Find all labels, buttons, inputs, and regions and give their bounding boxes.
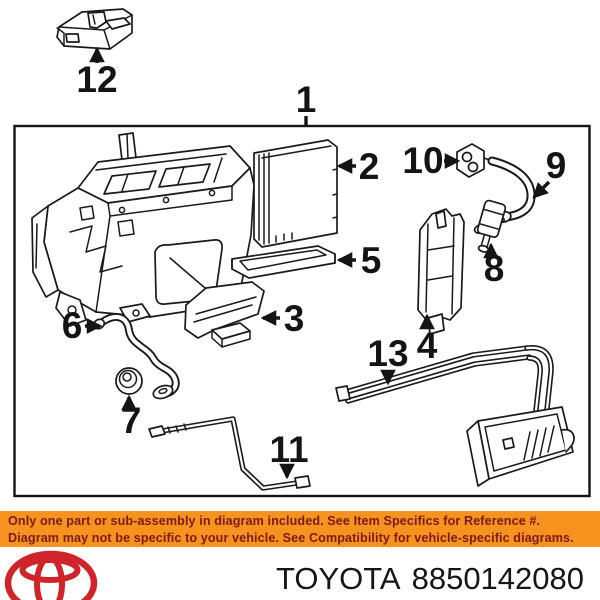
part-number-text: TOYOTA 8850142080 bbox=[276, 561, 584, 597]
notice-line-2: Diagram may not be specific to your vehi… bbox=[8, 530, 574, 545]
svg-text:12: 12 bbox=[76, 59, 117, 100]
callout-7: 7 bbox=[121, 394, 142, 441]
notice-banner: Only one part or sub-assembly in diagram… bbox=[0, 511, 600, 547]
footer: TOYOTA 8850142080 bbox=[0, 547, 600, 600]
svg-text:11: 11 bbox=[269, 429, 308, 470]
svg-text:5: 5 bbox=[361, 240, 382, 281]
callout-2: 2 bbox=[336, 146, 380, 187]
part-pipe-flange-drawing bbox=[456, 143, 496, 178]
notice-line-1: Only one part or sub-assembly in diagram… bbox=[8, 514, 541, 528]
svg-text:8: 8 bbox=[484, 248, 505, 289]
part-expansion-valve-drawing bbox=[476, 199, 507, 253]
toyota-logo-icon bbox=[4, 550, 98, 600]
diagram-frame bbox=[13, 124, 591, 498]
svg-text:6: 6 bbox=[62, 305, 83, 346]
callout-4: 4 bbox=[417, 313, 438, 366]
svg-text:1: 1 bbox=[296, 79, 317, 120]
svg-text:2: 2 bbox=[359, 146, 380, 187]
svg-text:7: 7 bbox=[121, 400, 142, 441]
svg-text:10: 10 bbox=[402, 140, 443, 181]
part-liquid-tube-drawing bbox=[148, 416, 311, 491]
callout-5: 5 bbox=[336, 240, 382, 281]
callout-12: 12 bbox=[76, 46, 118, 100]
svg-text:3: 3 bbox=[284, 298, 305, 339]
callout-3: 3 bbox=[260, 298, 305, 339]
part-number: 8850142080 bbox=[411, 561, 585, 596]
svg-text:4: 4 bbox=[417, 325, 438, 366]
callout-10: 10 bbox=[402, 140, 461, 181]
callout-11: 11 bbox=[269, 429, 309, 480]
parts-diagram-svg: 1 2 3 4 5 6 7 bbox=[13, 8, 591, 498]
svg-text:13: 13 bbox=[367, 333, 408, 374]
part-evaporator-core-drawing bbox=[253, 139, 338, 248]
callout-13: 13 bbox=[367, 333, 409, 386]
svg-text:9: 9 bbox=[546, 145, 567, 186]
part-grommet-drawing bbox=[115, 367, 143, 395]
evaporator-case-drawing bbox=[31, 132, 255, 327]
parts-diagram: 1 2 3 4 5 6 7 bbox=[13, 8, 591, 498]
callout-8: 8 bbox=[483, 242, 505, 289]
part-packing-seal-drawing bbox=[231, 245, 336, 279]
callout-1: 1 bbox=[296, 79, 317, 127]
part-heater-core-drawing bbox=[466, 406, 575, 487]
part-bracket-drawing bbox=[417, 208, 465, 335]
part-air-duct-drawing bbox=[184, 281, 265, 348]
callout-6: 6 bbox=[62, 305, 103, 346]
callout-9: 9 bbox=[532, 145, 567, 199]
part-amplifier-module-drawing bbox=[56, 8, 133, 50]
brand-name: TOYOTA bbox=[276, 561, 401, 596]
